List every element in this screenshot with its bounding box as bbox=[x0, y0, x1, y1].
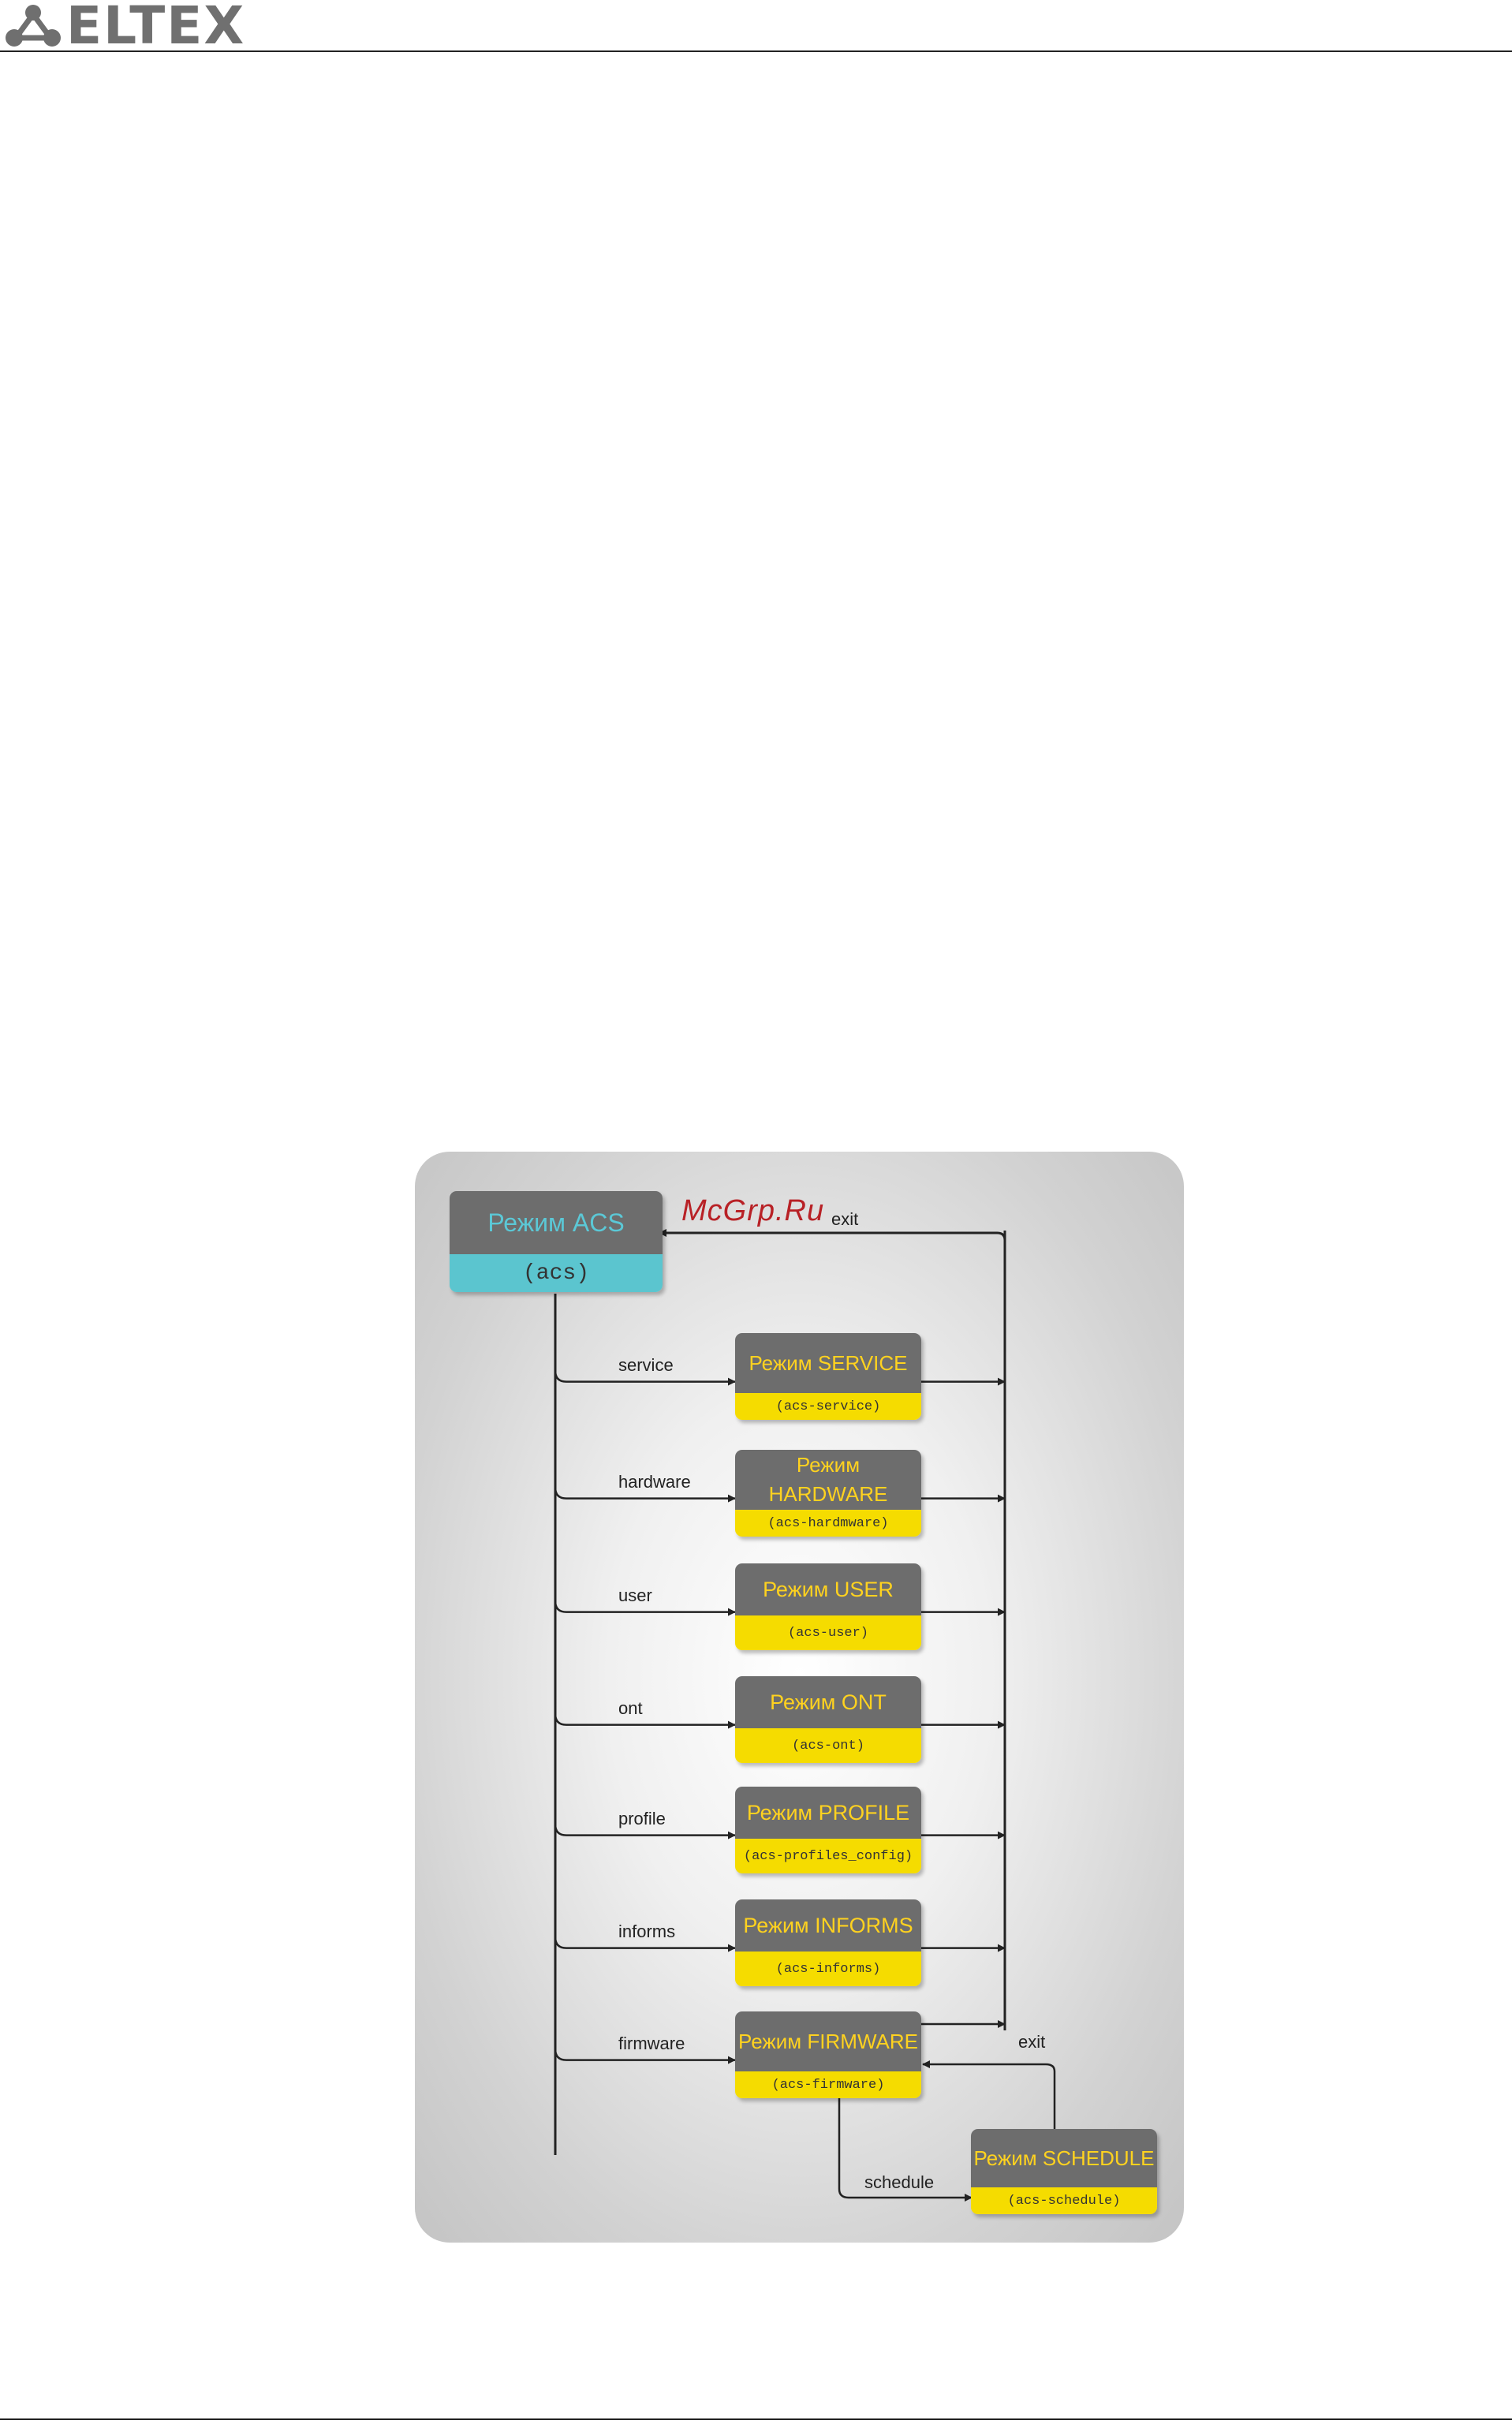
ont-mode-title: Режим ONT bbox=[735, 1676, 921, 1728]
firmware-mode-command: (acs-firmware) bbox=[735, 2071, 921, 2098]
logo-text: ELTEX bbox=[66, 0, 246, 56]
user-mode-title: Режим USER bbox=[735, 1563, 921, 1615]
acs-mode-title: Режим ACS bbox=[450, 1191, 663, 1254]
informs-mode-title: Режим INFORMS bbox=[735, 1899, 921, 1952]
profile-mode-command: (acs-profiles_config) bbox=[735, 1839, 921, 1873]
service-mode-box: Режим SERVICE(acs-service) bbox=[735, 1333, 921, 1420]
hardware-link-label: hardware bbox=[618, 1471, 691, 1492]
hardware-mode-title: Режим HARDWARE bbox=[735, 1450, 921, 1510]
profile-mode-title: Режим PROFILE bbox=[735, 1787, 921, 1839]
schedule-link-label: schedule bbox=[864, 2172, 935, 2192]
schedule-mode-box: Режим SCHEDULE (acs-schedule) bbox=[971, 2129, 1157, 2214]
profile-in-arrow bbox=[554, 1824, 736, 1839]
schedule-mode-title: Режим SCHEDULE bbox=[971, 2129, 1157, 2187]
profile-mode-box: Режим PROFILE(acs-profiles_config) bbox=[735, 1787, 921, 1873]
hardware-in-arrow bbox=[554, 1487, 736, 1503]
service-mode-command: (acs-service) bbox=[735, 1393, 921, 1420]
ont-in-arrow bbox=[554, 1713, 736, 1729]
informs-mode-command: (acs-informs) bbox=[735, 1952, 921, 1986]
informs-mode-box: Режим INFORMS(acs-informs) bbox=[735, 1899, 921, 1986]
eltex-logo-icon bbox=[6, 5, 61, 47]
page-header: ELTEX bbox=[0, 0, 1512, 56]
hardware-mode-box: Режим HARDWARE(acs-hardmware) bbox=[735, 1450, 921, 1537]
firmware-link-label: firmware bbox=[618, 2033, 685, 2053]
ont-mode-box: Режим ONT(acs-ont) bbox=[735, 1676, 921, 1763]
service-in-arrow bbox=[554, 1370, 736, 1386]
informs-in-arrow bbox=[554, 1937, 736, 1952]
informs-link-label: informs bbox=[618, 1921, 676, 1941]
firmware-in-arrow bbox=[554, 2049, 736, 2064]
user-link-label: user bbox=[618, 1585, 652, 1605]
exit-arrow bbox=[659, 1229, 1006, 1241]
acs-mode-command: (acs) bbox=[450, 1254, 663, 1292]
exit-label: exit bbox=[831, 1209, 859, 1229]
user-mode-box: Режим USER(acs-user) bbox=[735, 1563, 921, 1650]
header-divider bbox=[0, 50, 1512, 52]
profile-link-label: profile bbox=[618, 1808, 666, 1828]
schedule-mode-command: (acs-schedule) bbox=[971, 2187, 1157, 2214]
eltex-logo: ELTEX bbox=[5, 0, 244, 56]
watermark: McGrp.Ru bbox=[681, 1194, 825, 1227]
ont-mode-command: (acs-ont) bbox=[735, 1728, 921, 1763]
acs-mode-box: Режим ACS (acs) bbox=[450, 1191, 663, 1292]
user-in-arrow bbox=[554, 1600, 736, 1616]
hardware-mode-command: (acs-hardmware) bbox=[735, 1510, 921, 1537]
schedule-exit-arrow bbox=[922, 2060, 1056, 2133]
schedule-arrow bbox=[838, 2098, 973, 2202]
service-mode-title: Режим SERVICE bbox=[735, 1333, 921, 1393]
ont-link-label: ont bbox=[618, 1698, 643, 1718]
diagram-connectors bbox=[554, 1229, 1056, 2202]
footer-divider bbox=[0, 2418, 1512, 2420]
service-link-label: service bbox=[618, 1354, 674, 1375]
user-mode-command: (acs-user) bbox=[735, 1615, 921, 1650]
schedule-exit-label: exit bbox=[1018, 2032, 1046, 2052]
firmware-mode-title: Режим FIRMWARE bbox=[735, 2011, 921, 2071]
acs-mode-diagram: McGrp.Ru exit exit schedule Режим ACS (a… bbox=[415, 1152, 1184, 2243]
firmware-mode-box: Режим FIRMWARE(acs-firmware) bbox=[735, 2011, 921, 2098]
